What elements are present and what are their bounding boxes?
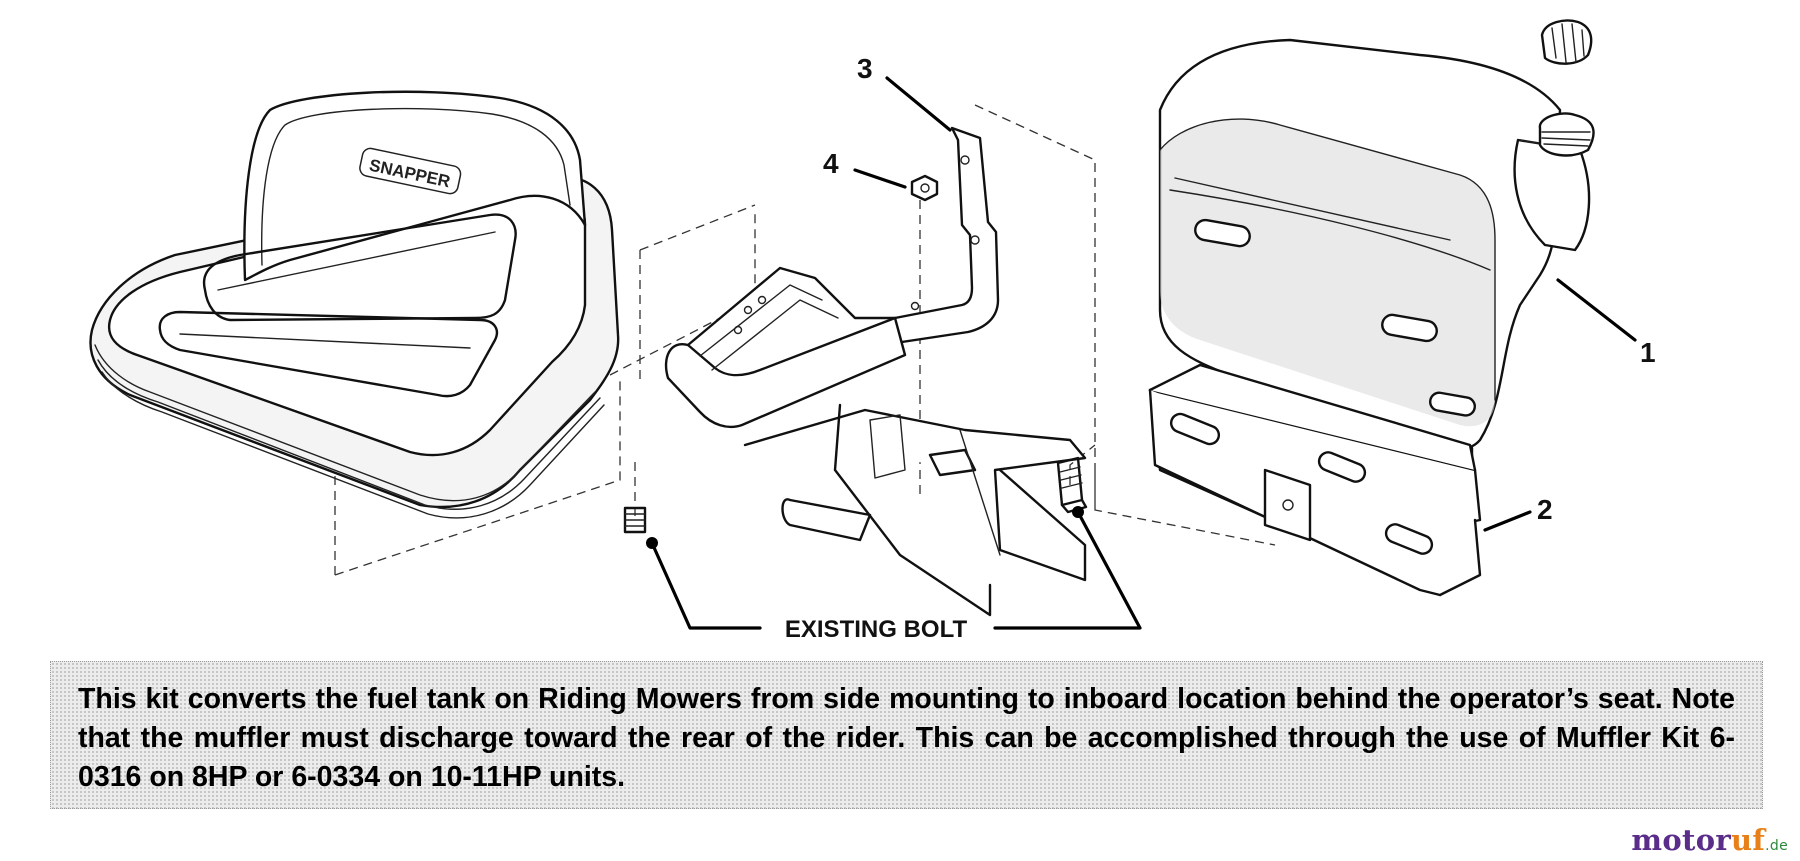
callout-3: 3 [857, 53, 873, 84]
existing-bolt-callout: EXISTING BOLT [646, 506, 1142, 643]
note-box: This kit converts the fuel tank on Ridin… [50, 661, 1763, 809]
existing-bolt-label: EXISTING BOLT [785, 616, 968, 643]
note-text: This kit converts the fuel tank on Ridin… [78, 683, 1735, 793]
callout-2-group: 2 [1483, 494, 1553, 532]
callout-4: 4 [823, 148, 839, 179]
existing-bolt-right-icon [1056, 456, 1088, 514]
callout-2: 2 [1537, 494, 1553, 525]
nut-icon [910, 174, 939, 202]
fuel-cap-icon [1540, 19, 1593, 65]
watermark-part-2: uf [1730, 823, 1766, 857]
existing-bolt-left-icon [623, 506, 647, 534]
callout-1-group: 1 [1556, 278, 1656, 368]
callout-4-group: 4 [823, 148, 907, 189]
site-watermark: motoruf.de [1631, 823, 1788, 857]
seat-illustration: SNAPPER [89, 90, 756, 576]
fuel-tank-illustration [974, 19, 1595, 597]
callout-3-group: 3 [857, 53, 952, 132]
watermark-part-3: .de [1765, 838, 1788, 854]
mounting-bracket-illustration [623, 126, 1096, 617]
callout-1: 1 [1640, 337, 1656, 368]
watermark-part-1: motor [1631, 823, 1731, 857]
